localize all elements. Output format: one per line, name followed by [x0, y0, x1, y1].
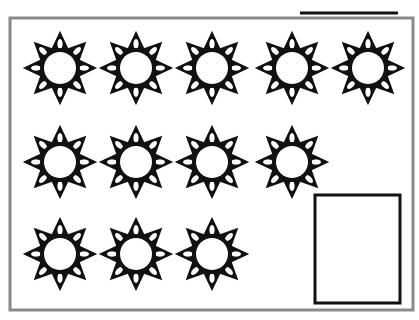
flower-icon [24, 32, 96, 104]
flower-center [44, 52, 76, 84]
petal-highlight [209, 273, 214, 283]
petal-highlight [155, 159, 165, 164]
petal-highlight [231, 65, 241, 70]
petal-highlight [107, 65, 117, 70]
petal-highlight [31, 65, 41, 70]
petal-highlight [289, 181, 294, 191]
petal-highlight [107, 251, 117, 256]
flower-center [44, 146, 76, 178]
flower-icon [176, 32, 248, 104]
flower-icon [332, 32, 404, 104]
petal-highlight [339, 65, 349, 70]
flower-icon [176, 218, 248, 290]
petal-highlight [133, 133, 138, 143]
petal-highlight [209, 87, 214, 97]
petal-highlight [155, 65, 165, 70]
petal-highlight [79, 159, 89, 164]
petal-highlight [183, 251, 193, 256]
petal-highlight [79, 251, 89, 256]
petal-highlight [155, 251, 165, 256]
petal-highlight [311, 65, 321, 70]
flower-icon [24, 126, 96, 198]
flower-center [352, 52, 384, 84]
flower-icon [176, 126, 248, 198]
flower-icon [100, 32, 172, 104]
flower-center [276, 146, 308, 178]
petal-highlight [57, 133, 62, 143]
petal-highlight [79, 65, 89, 70]
flower-center [196, 238, 228, 270]
petal-highlight [231, 159, 241, 164]
flower-icon [256, 32, 328, 104]
petal-highlight [57, 273, 62, 283]
petal-highlight [57, 87, 62, 97]
petal-highlight [263, 65, 273, 70]
petal-highlight [133, 39, 138, 49]
flower-center [276, 52, 308, 84]
petal-highlight [133, 273, 138, 283]
petal-highlight [263, 159, 273, 164]
flower-icon [24, 218, 96, 290]
petal-highlight [133, 225, 138, 235]
petal-highlight [231, 251, 241, 256]
flower-center [44, 238, 76, 270]
petal-highlight [57, 181, 62, 191]
petal-highlight [57, 39, 62, 49]
petal-highlight [209, 39, 214, 49]
petal-highlight [365, 39, 370, 49]
petal-highlight [133, 87, 138, 97]
petal-highlight [57, 225, 62, 235]
petal-highlight [289, 39, 294, 49]
petal-highlight [209, 133, 214, 143]
flower-icon [256, 126, 328, 198]
petal-highlight [31, 159, 41, 164]
petal-highlight [107, 159, 117, 164]
petal-highlight [209, 225, 214, 235]
petal-highlight [133, 181, 138, 191]
petal-highlight [289, 133, 294, 143]
flower-center [120, 146, 152, 178]
petal-highlight [183, 65, 193, 70]
flower-icon [100, 218, 172, 290]
petal-highlight [183, 159, 193, 164]
petal-highlight [289, 87, 294, 97]
flower-icon [100, 126, 172, 198]
flower-center [196, 146, 228, 178]
flower-center [120, 238, 152, 270]
petal-highlight [311, 159, 321, 164]
petal-highlight [365, 87, 370, 97]
flower-center [196, 52, 228, 84]
petal-highlight [387, 65, 397, 70]
petal-highlight [31, 251, 41, 256]
flower-center [120, 52, 152, 84]
petal-highlight [209, 181, 214, 191]
